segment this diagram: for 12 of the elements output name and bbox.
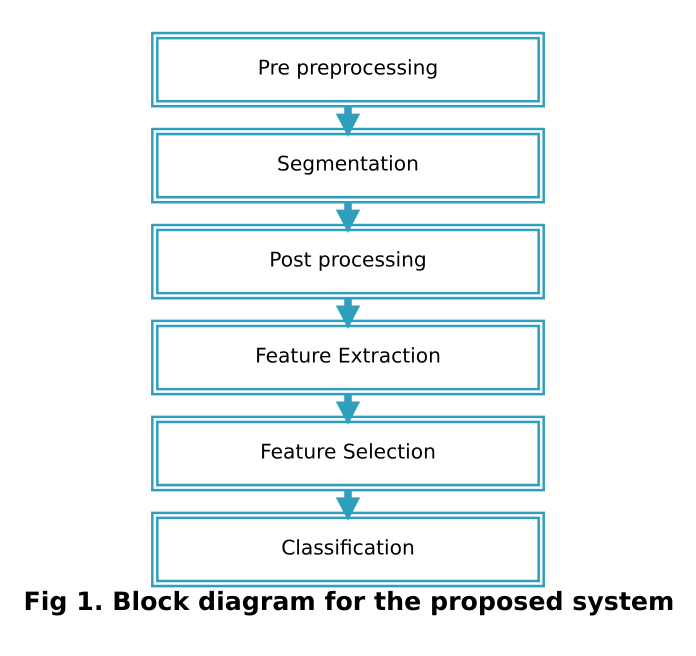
node-box: Feature Extraction — [151, 319, 545, 395]
node-box: Classification — [151, 511, 545, 587]
arrow — [336, 298, 360, 328]
node-box: Feature Selection — [151, 415, 545, 491]
arrow — [336, 106, 360, 136]
arrow — [336, 202, 360, 232]
node-box: Segmentation — [151, 127, 545, 203]
caption: Fig 1. Block diagram for the proposed system — [24, 586, 674, 616]
node-box: Post processing — [151, 223, 545, 299]
arrow — [336, 394, 360, 424]
arrow — [336, 490, 360, 520]
node-box: Pre preprocessing — [151, 31, 545, 108]
